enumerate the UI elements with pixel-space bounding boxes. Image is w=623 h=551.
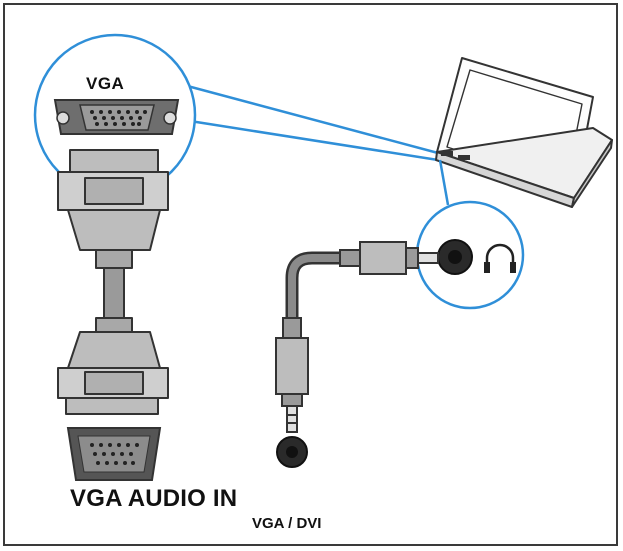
vga-connector-bottom bbox=[57, 317, 169, 415]
audio-callout bbox=[415, 159, 525, 310]
vga-connector-top bbox=[57, 149, 169, 269]
headphone-icon bbox=[484, 243, 516, 273]
audio-plug-top bbox=[339, 241, 439, 275]
vga-dvi-label: VGA / DVI bbox=[252, 515, 322, 532]
vga-port-icon bbox=[53, 99, 180, 135]
vga-audio-in-label: VGA AUDIO IN bbox=[70, 485, 238, 512]
laptop-icon bbox=[435, 57, 613, 208]
audio-cable bbox=[285, 251, 368, 330]
audio-plug-bottom bbox=[275, 317, 309, 433]
monitor-vga-port-icon bbox=[66, 427, 162, 481]
vga-port-label: VGA bbox=[86, 74, 125, 93]
vga-callout-lines bbox=[149, 74, 439, 162]
monitor-audio-jack-icon bbox=[276, 436, 308, 468]
